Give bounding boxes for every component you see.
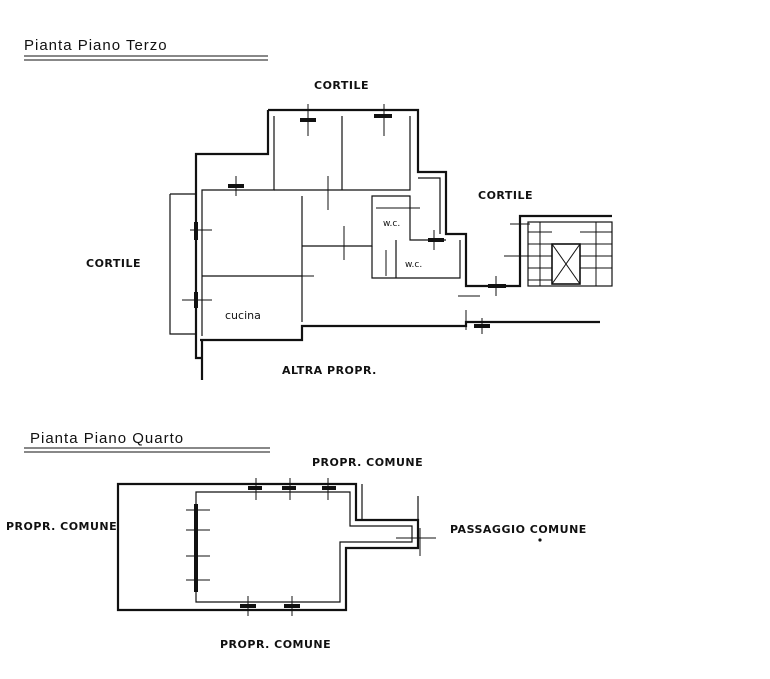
common-property-left-label: PROPR. COMUNE	[6, 520, 117, 533]
outer-wall-north-east	[268, 108, 612, 288]
courtyard-left-label: CORTILE	[86, 257, 141, 270]
fourth-floor-title: Pianta Piano Quarto	[30, 430, 184, 447]
common-property-top-label: PROPR. COMUNE	[312, 456, 423, 469]
fourth-inner-wall	[195, 491, 413, 603]
fourth-outer-wall	[116, 482, 420, 612]
third-floor-plan: Pianta Piano Terzo CORTILE CORTILE CORTI…	[24, 37, 613, 380]
common-passage-label: PASSAGGIO COMUNE	[450, 523, 587, 536]
third-floor-title: Pianta Piano Terzo	[24, 37, 168, 54]
inner-wall-north-rooms	[274, 116, 411, 191]
dimension-ticks-third	[182, 104, 530, 334]
inner-wall-wc-2	[371, 240, 461, 279]
inner-wall-west	[201, 116, 275, 336]
wc-1-label: w.c.	[383, 219, 400, 229]
kitchen-label: cucina	[225, 309, 261, 322]
staircase-elevator	[527, 221, 613, 287]
dimension-ticks-fourth	[186, 478, 436, 616]
outer-wall-south	[200, 320, 600, 342]
courtyard-right-label: CORTILE	[478, 189, 533, 202]
inner-wall-east-notch	[418, 177, 441, 234]
inner-wall-wc-block	[302, 195, 446, 247]
wc-2-label: w.c.	[405, 260, 422, 270]
other-property-label: ALTRA PROPR.	[282, 364, 377, 377]
outer-wall-west	[194, 110, 270, 360]
fourth-floor-plan: Pianta Piano Quarto PROPR. COMUNE PROPR.…	[6, 430, 587, 651]
marker-dot	[538, 538, 542, 542]
balcony-west	[169, 193, 196, 335]
courtyard-top-label: CORTILE	[314, 79, 369, 92]
common-property-bottom-label: PROPR. COMUNE	[220, 638, 331, 651]
